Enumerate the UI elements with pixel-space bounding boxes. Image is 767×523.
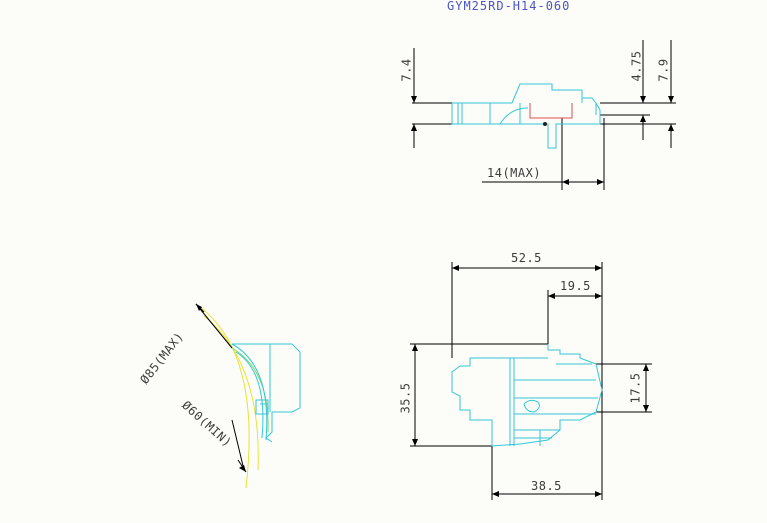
dim-width: 52.5 xyxy=(511,251,542,265)
dim-height-top: 4.75 xyxy=(629,50,644,82)
dim-height-total: 7.9 xyxy=(656,58,671,82)
drawing-title: GYM25RD-H14-060 xyxy=(447,0,571,13)
front-view xyxy=(410,262,652,500)
dim-height-left: 7.4 xyxy=(399,58,414,82)
dim-right: 17.5 xyxy=(628,372,643,404)
dim-bottom: 38.5 xyxy=(531,479,562,493)
side-view xyxy=(411,40,676,190)
dim-travel: 14(MAX) xyxy=(487,166,542,180)
radius-view xyxy=(195,303,301,489)
dim-height: 35.5 xyxy=(398,382,413,414)
dim-offset: 19.5 xyxy=(560,279,591,293)
